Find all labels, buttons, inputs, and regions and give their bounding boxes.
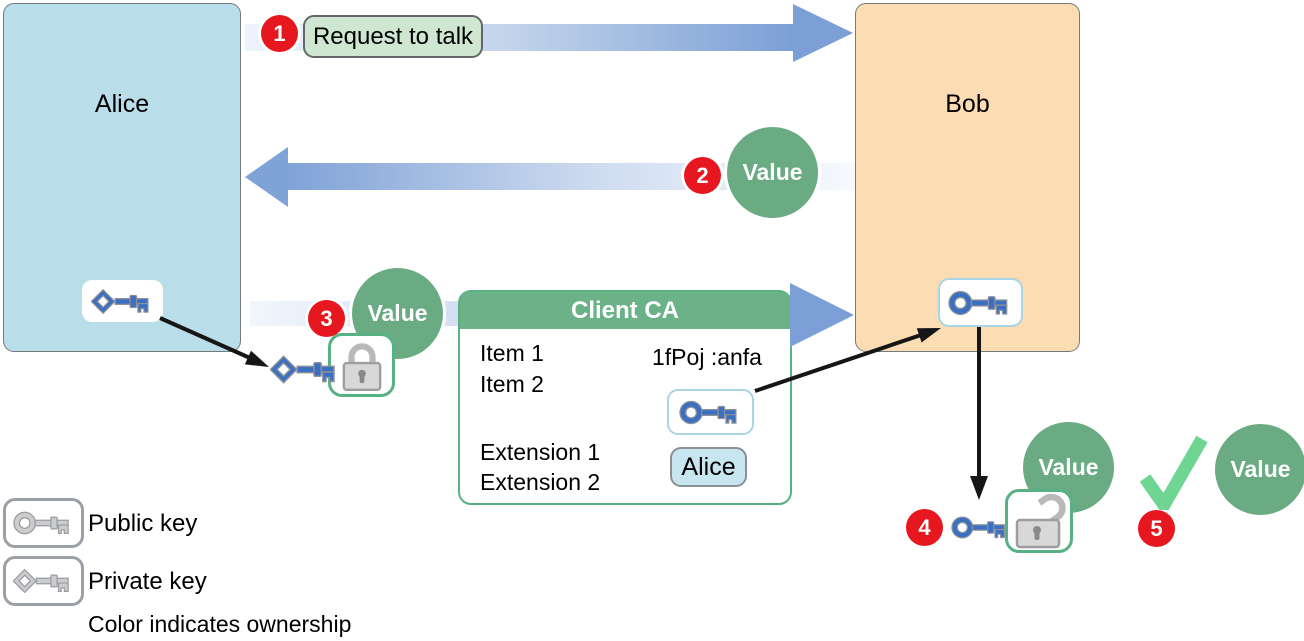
legend-public-key-icon xyxy=(13,507,75,539)
checkmark-icon xyxy=(1139,435,1208,510)
private-key-icon xyxy=(91,285,155,318)
value-circle-5: Value xyxy=(1215,424,1304,515)
legend-ownership-note: Color indicates ownership xyxy=(88,611,352,637)
cert-public-key-box xyxy=(667,389,754,435)
signed-private-key-icon xyxy=(270,351,342,388)
certificate-box: Client CA Item 1 Item 2 1fPoj :anfa Exte… xyxy=(458,290,792,505)
cert-public-key-icon xyxy=(679,396,743,429)
legend-private-key-icon xyxy=(13,565,75,597)
bob-public-key-icon xyxy=(948,286,1014,320)
step-1-badge: 1 xyxy=(261,15,298,52)
lock-closed-box xyxy=(328,333,395,397)
cert-subject-pill: Alice xyxy=(670,447,747,487)
legend-public-key-box xyxy=(3,498,84,548)
cert-item-1: Item 1 xyxy=(480,340,544,366)
step-3-badge: 3 xyxy=(308,300,345,337)
legend-private-key-box xyxy=(3,556,84,606)
step-5-badge: 5 xyxy=(1138,510,1175,547)
certificate-title: Client CA xyxy=(460,292,790,329)
step-2-badge: 2 xyxy=(684,157,721,194)
request-to-talk-pill: Request to talk xyxy=(303,15,483,58)
lock-open-box xyxy=(1005,489,1073,553)
lock-open-icon xyxy=(1015,493,1066,549)
arrow-1-head xyxy=(793,4,853,62)
bob-public-key-box xyxy=(938,278,1023,327)
alice-label: Alice xyxy=(94,90,150,118)
arrow-2-head xyxy=(245,147,288,207)
alice-private-key-chip xyxy=(82,280,163,322)
lock-closed-icon xyxy=(342,343,381,392)
arrow-3-head xyxy=(790,283,854,347)
cert-extension-2: Extension 2 xyxy=(480,469,601,495)
legend-public-key-label: Public key xyxy=(88,510,198,537)
step-4-public-key-icon xyxy=(951,512,1011,543)
cert-ciphertext: 1fPoj :anfa xyxy=(652,344,762,370)
legend-private-key-label: Private key xyxy=(88,568,207,595)
cert-item-2: Item 2 xyxy=(480,371,544,397)
bob-label: Bob xyxy=(945,90,990,118)
cert-extension-1: Extension 1 xyxy=(480,439,601,465)
value-circle-2: Value xyxy=(727,127,818,218)
step-4-badge: 4 xyxy=(906,509,943,546)
